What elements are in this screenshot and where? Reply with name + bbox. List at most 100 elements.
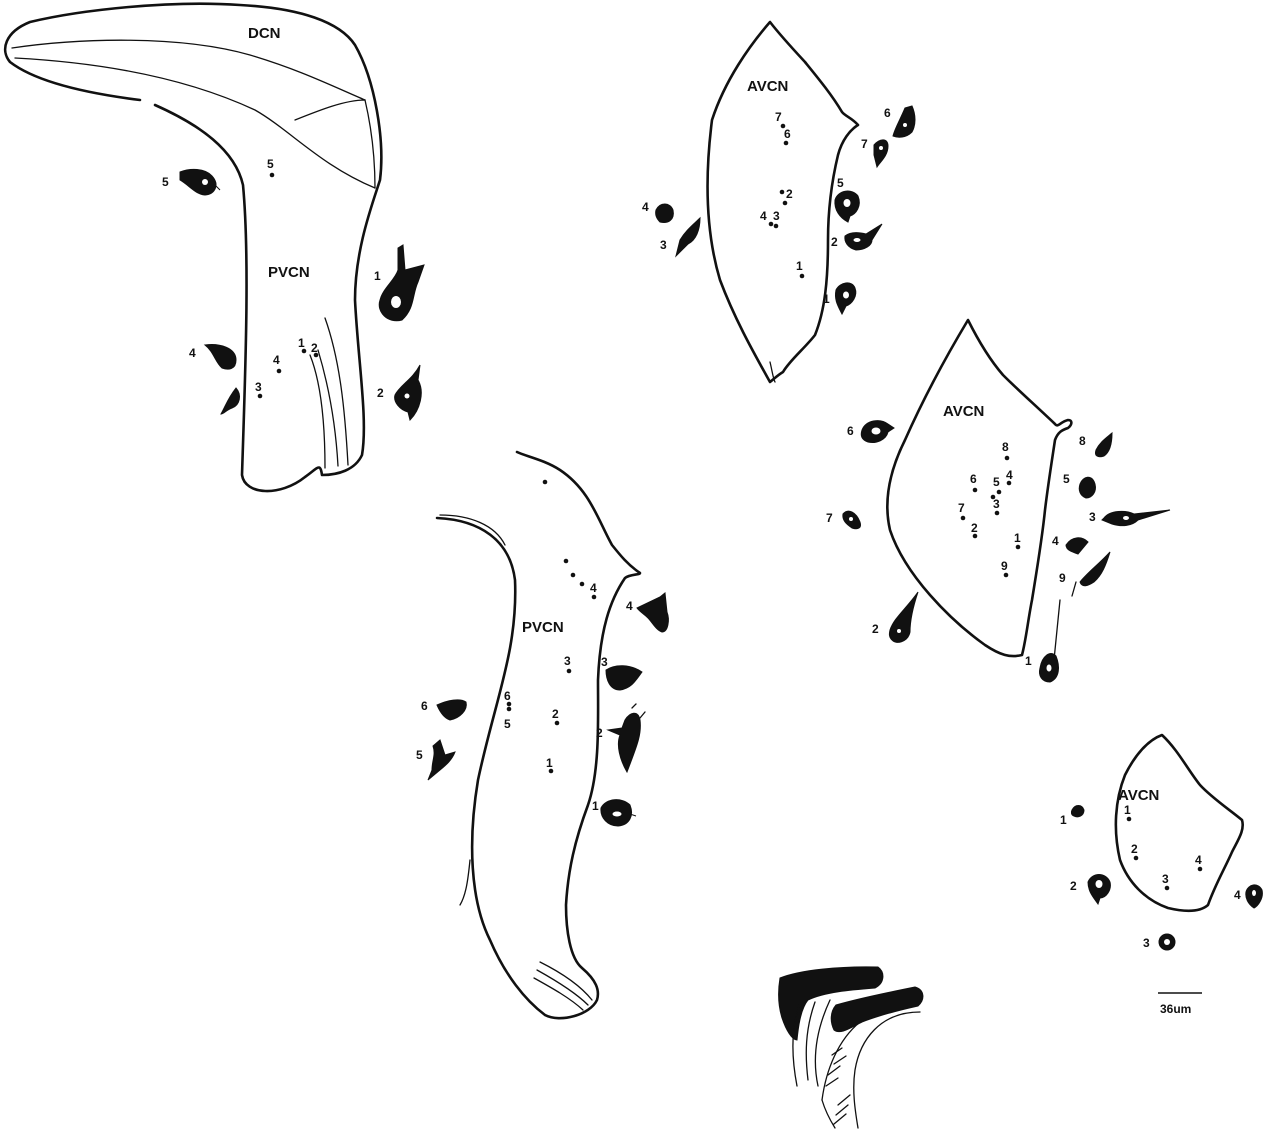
- site-label: 5: [504, 717, 511, 731]
- track-dot: [564, 559, 569, 564]
- site-dot: [1198, 867, 1203, 872]
- avcn-label: AVCN: [747, 78, 788, 95]
- neuron-drawing: [893, 106, 915, 137]
- cell-label: 1: [1025, 654, 1032, 668]
- site-label: 2: [311, 341, 318, 355]
- neuron-drawing: [1071, 806, 1084, 817]
- neuron-drawing: [1246, 885, 1263, 908]
- cell-label: 4: [189, 346, 196, 360]
- neuron-drawing: [843, 511, 861, 529]
- cell-label: 5: [162, 175, 169, 189]
- site-dot: [592, 595, 597, 600]
- site-dot: [780, 190, 785, 195]
- scale-bar-label: 36um: [1160, 1002, 1191, 1016]
- cell-label: 3: [660, 238, 667, 252]
- site-label: 2: [971, 521, 978, 535]
- site-label: 4: [590, 581, 597, 595]
- site-dot: [784, 141, 789, 146]
- site-dot: [1127, 817, 1132, 822]
- cell-label: 1: [592, 799, 599, 813]
- site-label: 7: [775, 110, 782, 124]
- site-label: 9: [1001, 559, 1008, 573]
- site-dot: [783, 201, 788, 206]
- neuron-drawing: [1072, 552, 1110, 596]
- neuron-drawing: [1039, 654, 1058, 682]
- neuron-drawing: [1102, 510, 1170, 526]
- cell-label: 9: [1059, 571, 1066, 585]
- neuron-drawing: [601, 800, 636, 826]
- panel-bottom-right: AVCN 1 2 4 3 1 2 4 3: [1060, 735, 1262, 950]
- neuron-drawing: [180, 169, 220, 195]
- site-dot: [270, 173, 275, 178]
- cell-label: 2: [1070, 879, 1077, 893]
- dcn-pvcn-border: [15, 58, 375, 188]
- pvcn-label: PVCN: [522, 619, 564, 636]
- neuron-drawing: [428, 740, 455, 780]
- cochlear-nucleus-overview-icon: [779, 967, 923, 1128]
- site-label: 1: [1014, 531, 1021, 545]
- panel-top-left: DCN PVCN 5 1 2 4 3 5 1 4: [5, 4, 424, 491]
- cell-label: 7: [826, 511, 833, 525]
- site-label: 7: [958, 501, 965, 515]
- site-label: 1: [546, 756, 553, 770]
- pvcn-stalk-line-1: [310, 355, 325, 468]
- neuron-drawing: [608, 704, 645, 772]
- site-label: 3: [564, 654, 571, 668]
- neuron-drawing: [1088, 875, 1110, 905]
- site-dot: [258, 394, 263, 399]
- cell-label: 5: [837, 176, 844, 190]
- cell-label: 3: [1143, 936, 1150, 950]
- avcn-label: AVCN: [943, 403, 984, 420]
- cell-label: 3: [601, 655, 608, 669]
- cell-label: 5: [1063, 472, 1070, 486]
- site-dot: [1134, 856, 1139, 861]
- site-label: 4: [760, 209, 767, 223]
- dcn-label: DCN: [248, 25, 281, 42]
- site-label: 6: [784, 127, 791, 141]
- neuron-drawing: [637, 593, 668, 632]
- site-dot: [1016, 545, 1021, 550]
- site-dot: [507, 707, 512, 712]
- pvcn-striation-1: [540, 962, 592, 1000]
- neuron-drawing: [889, 592, 918, 642]
- cell-label: 6: [421, 699, 428, 713]
- dcn-boundary: [295, 100, 375, 188]
- site-label: 5: [267, 157, 274, 171]
- cell-label: 4: [1234, 888, 1241, 902]
- site-dot: [973, 488, 978, 493]
- scale-bar: 36um: [1158, 993, 1202, 1016]
- neuron-drawing: [1159, 934, 1175, 950]
- site-label: 2: [786, 187, 793, 201]
- cell-label: 4: [626, 599, 633, 613]
- site-dot: [774, 224, 779, 229]
- track-dot: [571, 573, 576, 578]
- site-dot: [997, 490, 1002, 495]
- avcn-label: AVCN: [1118, 787, 1159, 804]
- site-label: 3: [993, 497, 1000, 511]
- pvcn-stalk-line-2: [318, 350, 338, 466]
- neuron-drawing: [861, 421, 894, 443]
- site-dot: [277, 369, 282, 374]
- neuron-drawing: [676, 218, 700, 256]
- neuron-drawing: [379, 245, 424, 321]
- pvcn-branch: [460, 860, 470, 905]
- cell-label: 2: [831, 235, 838, 249]
- neuron-drawing: [205, 345, 239, 414]
- cell-label: 5: [416, 748, 423, 762]
- dcn-inner-line: [12, 40, 365, 100]
- site-label: 4: [1195, 853, 1202, 867]
- neuron-drawing: [656, 204, 674, 223]
- site-dot: [995, 511, 1000, 516]
- site-label: 4: [1006, 468, 1013, 482]
- site-label: 6: [504, 689, 511, 703]
- neuron-drawing: [1095, 433, 1112, 457]
- neuron-drawing: [395, 365, 422, 420]
- neuron-drawing: [437, 700, 466, 720]
- site-dot: [800, 274, 805, 279]
- panel-bottom-middle: PVCN 4 3 6 5 2 1 4 3 6 2: [416, 452, 668, 1018]
- cell-label: 4: [642, 200, 649, 214]
- track-dot: [580, 582, 585, 587]
- cell-label: 7: [861, 137, 868, 151]
- site-dot: [555, 721, 560, 726]
